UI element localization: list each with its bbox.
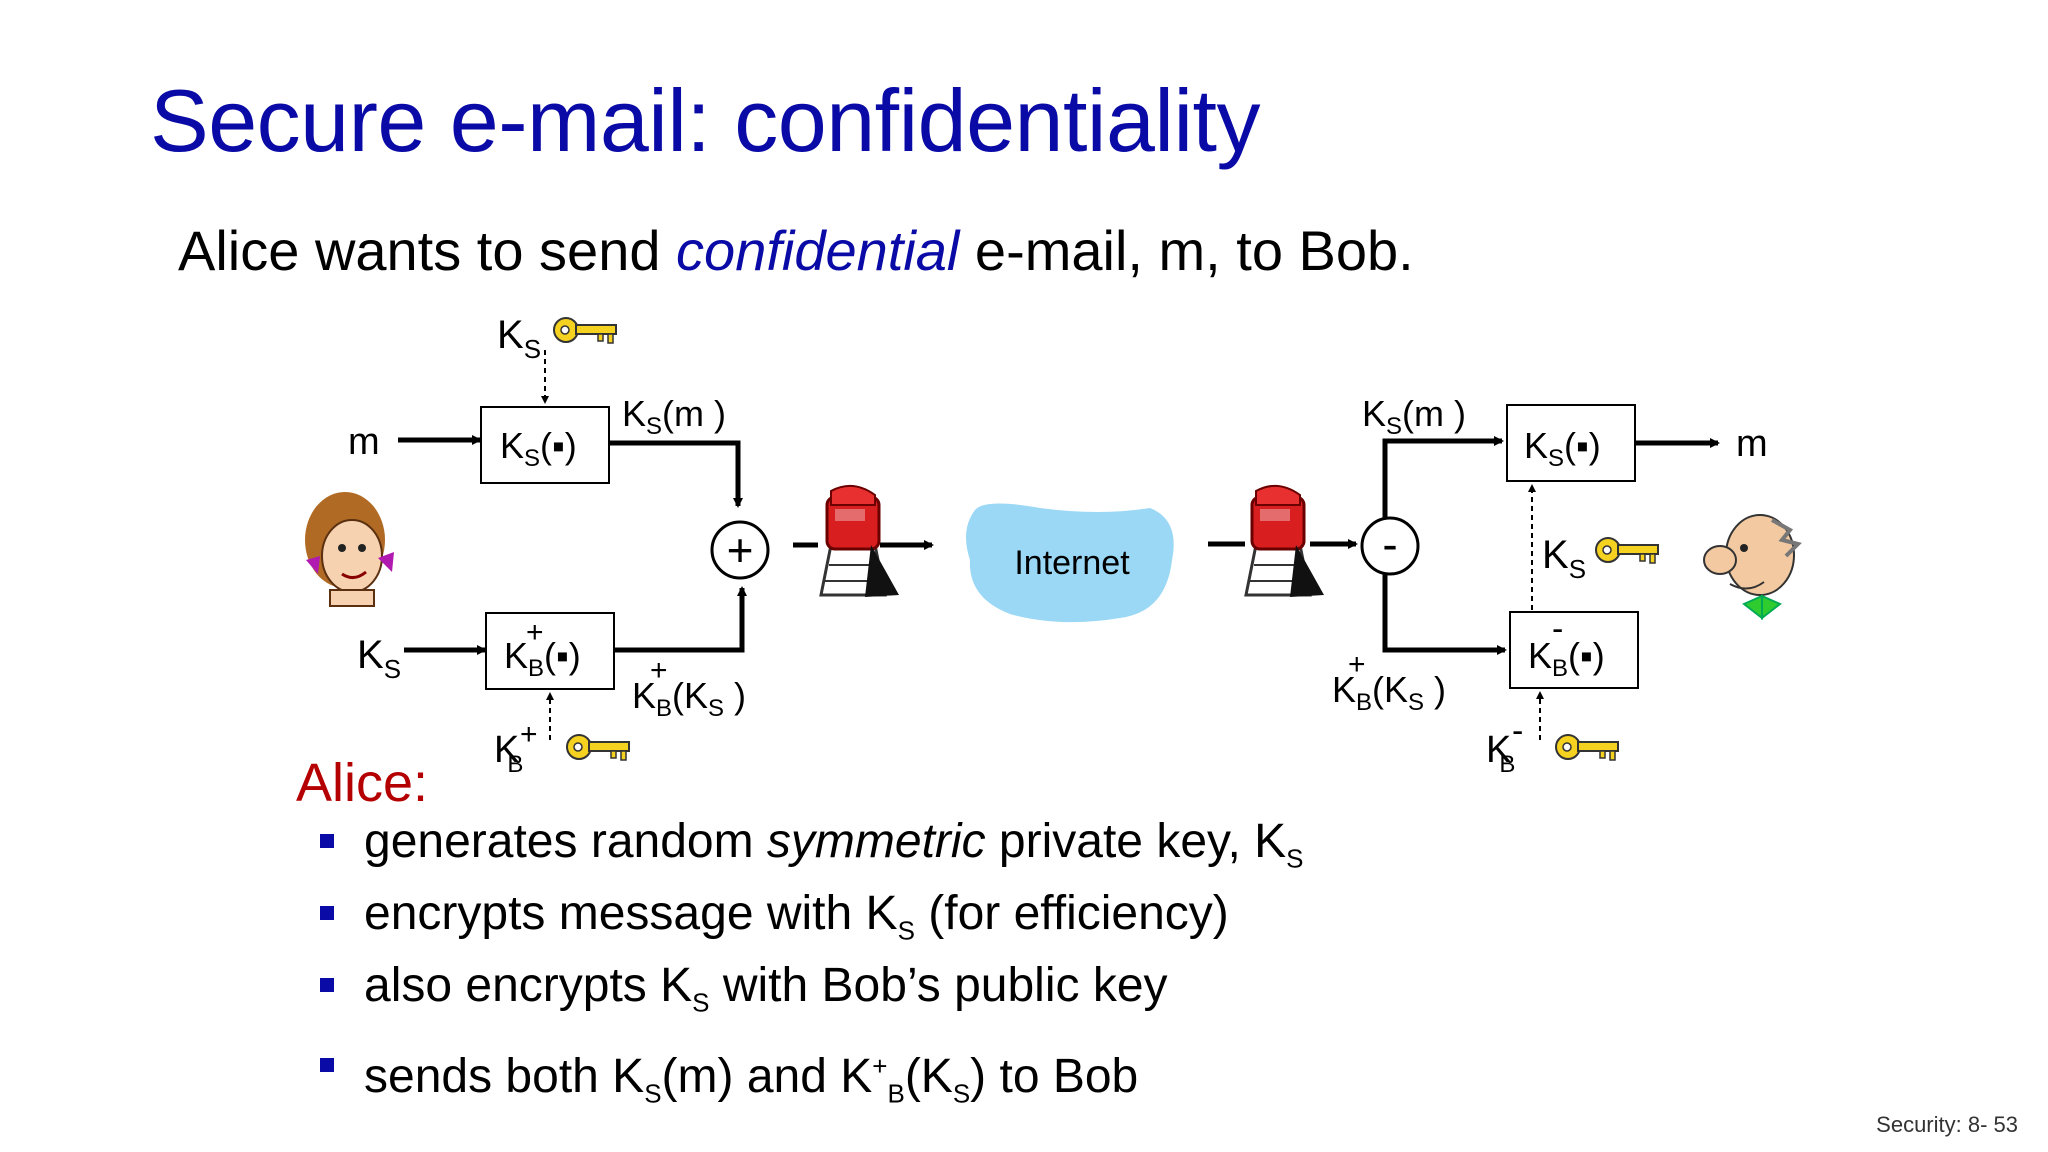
- bullet-square-icon: [320, 978, 334, 992]
- ks-encrypt-box-label: KS(▪): [500, 425, 577, 472]
- alice-avatar: [305, 492, 394, 607]
- slide-title: Secure e-mail: confidentiality: [150, 71, 1260, 170]
- split-minus-symbol: -: [1382, 518, 1397, 570]
- kb-ks-output-label: KB(KS ): [632, 675, 746, 722]
- ks-encrypt-box: [480, 406, 610, 484]
- recovered-session-key-icon: [1595, 537, 1659, 564]
- kb-ks-output-sup: +: [650, 654, 668, 687]
- slide-footer: Security: 8- 53: [1876, 1112, 2018, 1137]
- kb-plus-encrypt-box: [485, 612, 615, 690]
- list-item: generates random symmetric private key, …: [320, 812, 1303, 884]
- bob-mailbox-icon: [1244, 484, 1326, 599]
- kb-minus-box-sup: -: [1552, 610, 1563, 648]
- bob-public-key-icon: [566, 734, 630, 761]
- kb-private-key-sup: -: [1512, 712, 1523, 750]
- pgp-confidentiality-diagram: m KS KS(▪) KS(m ) + KS + KB(▪) + KB(KS )…: [305, 313, 1802, 778]
- bob-private-key-icon: [1555, 734, 1619, 761]
- list-item: sends both KS(m) and K+B(KS) to Bob: [320, 1036, 1303, 1109]
- internet-cloud: [966, 503, 1174, 623]
- kb-plus-box-sup: +: [526, 616, 544, 649]
- kb-public-key-label: KB: [494, 729, 523, 778]
- session-key-icon: [553, 317, 617, 344]
- list-item: also encrypts KS with Bob’s public key: [320, 956, 1303, 1028]
- bob-ks-m-label: KS(m ): [1362, 393, 1466, 440]
- arrow-ks-box-to-plus: [609, 440, 743, 508]
- kb-plus-box-label: KB(▪): [504, 635, 581, 682]
- subtitle-pre: Alice wants to send: [178, 219, 677, 282]
- ks-input-label: KS: [357, 633, 401, 684]
- subtitle-emphasis: confidential: [676, 219, 960, 282]
- alice-section-label: Alice:: [296, 753, 429, 813]
- slide-subtitle: Alice wants to send confidential e-mail,…: [178, 218, 1414, 283]
- ks-m-output-label: KS(m ): [622, 393, 726, 440]
- subtitle-post: e-mail, m, to Bob.: [959, 219, 1414, 282]
- bob-kb-ks-label: KB(KS ): [1332, 669, 1446, 716]
- kb-public-key-sup: +: [520, 718, 538, 751]
- bob-ks-recovered-label: KS: [1542, 533, 1586, 584]
- bob-avatar: [1703, 514, 1802, 621]
- alice-mailbox-icon: [819, 484, 901, 599]
- arrow-kb-box-to-plus: [614, 586, 747, 653]
- kb-minus-box-label: KB(▪): [1528, 635, 1605, 682]
- output-message-label: m: [1736, 423, 1768, 465]
- arrow-minus-to-kb-box: [1382, 574, 1507, 655]
- combine-plus-node: [710, 520, 770, 580]
- input-message-label: m: [348, 421, 380, 463]
- bullet-square-icon: [320, 834, 334, 848]
- ks-decrypt-box-label: KS(▪): [1524, 425, 1601, 472]
- combine-plus-symbol: +: [727, 524, 754, 576]
- ks-top-key-label: KS: [497, 313, 541, 364]
- alice-steps-list: generates random symmetric private key, …: [320, 812, 1303, 1109]
- bob-kb-ks-sup: +: [1348, 648, 1366, 681]
- list-item: encrypts message with KS (for efficiency…: [320, 884, 1303, 956]
- arrow-minus-to-ks-box: [1382, 436, 1504, 518]
- kb-private-key-label: KB: [1486, 729, 1515, 778]
- internet-label: Internet: [1014, 544, 1130, 582]
- bullet-square-icon: [320, 906, 334, 920]
- split-minus-node: [1360, 516, 1420, 576]
- bullet-square-icon: [320, 1058, 334, 1072]
- kb-minus-decrypt-box: [1509, 611, 1639, 689]
